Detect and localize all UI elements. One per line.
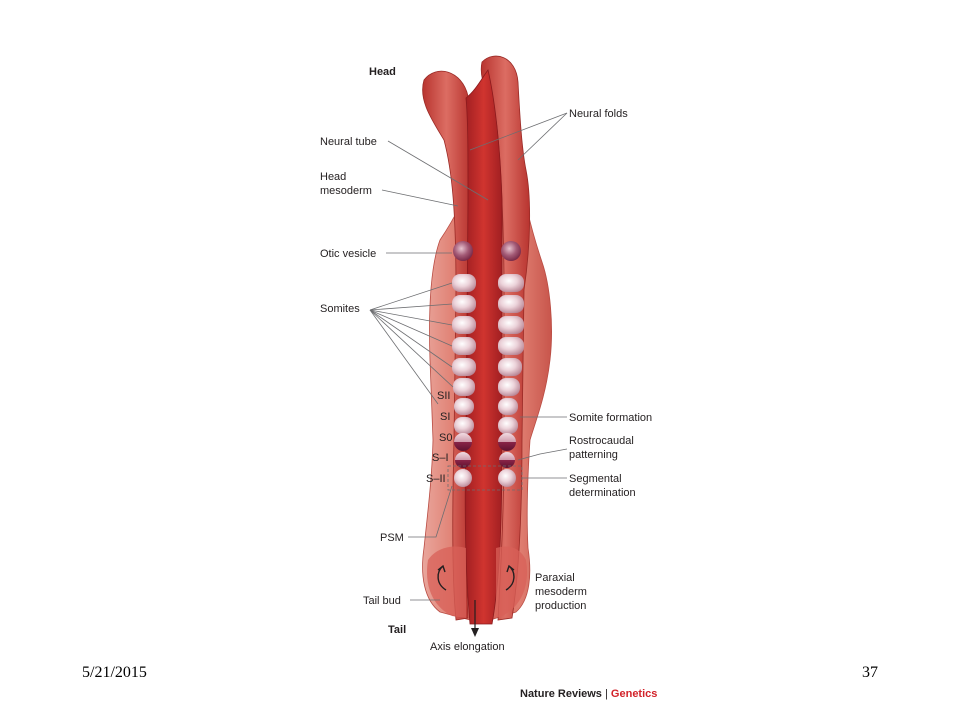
label-rostrocaudal-2: patterning [569,449,618,461]
label-segmental-2: determination [569,487,636,499]
label-psm: PSM [380,532,404,544]
otic-vesicle-right [501,241,521,261]
labels: Head Neural folds Neural tube Head mesod… [320,66,652,653]
label-paraxial-3: production [535,600,586,612]
somite-s0 [454,433,472,451]
label-somite-formation: Somite formation [569,412,652,424]
label-head-mesoderm-2: mesoderm [320,185,372,197]
somite [498,398,518,415]
label-s0: S0 [439,432,452,444]
label-s-minus-i: S–I [432,452,449,464]
somite-s0-right [498,433,516,451]
otic-vesicle-left [453,241,473,261]
label-tail-bud: Tail bud [363,595,401,607]
somite-si [454,417,474,434]
label-somites: Somites [320,303,360,315]
label-paraxial-1: Paraxial [535,572,575,584]
somite [453,378,475,396]
somites-left [452,241,476,487]
slide-page-number: 37 [862,664,878,681]
somite [452,358,476,376]
label-si: SI [440,411,450,423]
somite [498,358,522,376]
somite-s-minus-i-right [499,452,515,468]
credit-separator: | [605,688,608,700]
somite-s-minus-ii-right [498,469,516,487]
paraxial-production-arrows [437,564,515,591]
label-head: Head [369,66,396,78]
somite [452,274,476,292]
label-sii: SII [437,390,450,402]
label-otic-vesicle: Otic vesicle [320,248,376,260]
slide-date: 5/21/2015 [82,664,147,681]
label-s-minus-ii: S–II [426,473,446,485]
somite [498,417,518,434]
label-rostrocaudal-1: Rostrocaudal [569,435,634,447]
label-paraxial-2: mesoderm [535,586,587,598]
credit-topic: Genetics [610,688,658,700]
somite [498,295,524,313]
credit-journal: Nature Reviews [520,688,602,700]
leader-lines [369,112,568,601]
somite [452,295,476,313]
axis-elongation-arrow [471,600,479,637]
somites-right [498,241,524,487]
label-neural-folds: Neural folds [569,108,628,120]
somite [452,316,476,334]
somite [452,337,476,355]
label-head-mesoderm-1: Head [320,171,346,183]
somite-s-minus-i [455,452,471,468]
somite [498,378,520,396]
label-axis-elongation: Axis elongation [430,641,505,653]
somite [498,337,524,355]
somite-sii [454,398,474,415]
label-tail: Tail [388,624,406,636]
tail-bud-region-right [496,546,527,618]
label-segmental-1: Segmental [569,473,622,485]
somite [498,274,524,292]
tail-bud-region [427,546,466,618]
image-credit: Nature Reviews | Genetics [520,688,657,700]
label-neural-tube: Neural tube [320,136,377,148]
somite-s-minus-ii [454,469,472,487]
somite [498,316,524,334]
